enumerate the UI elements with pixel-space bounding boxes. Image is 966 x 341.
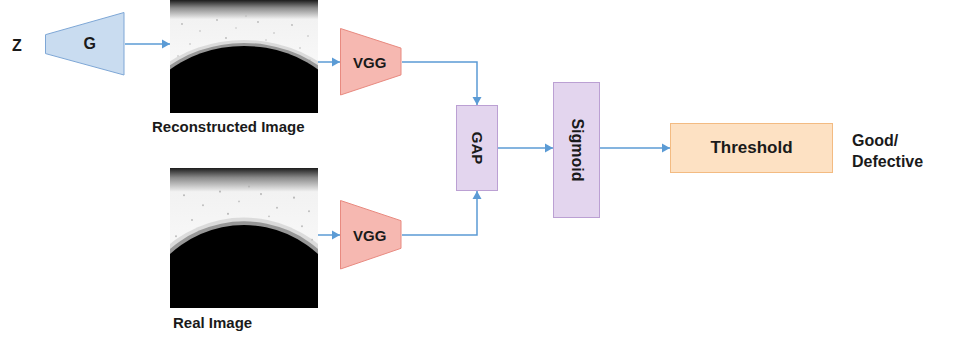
threshold-block: Threshold: [670, 123, 833, 173]
node-label: Sigmoid: [568, 118, 586, 181]
node-label: VGG: [353, 227, 386, 244]
generator-block: G: [45, 12, 125, 76]
reconstructed-wafer-image: [170, 0, 318, 113]
node-label: Real Image: [173, 314, 252, 331]
arrow-head: [162, 40, 170, 49]
arrow-head: [662, 144, 670, 153]
sigmoid-block-shape: [554, 83, 600, 218]
arrow-head: [473, 97, 482, 105]
threshold-block-shape: [671, 124, 833, 173]
flow-arrow: [402, 191, 477, 235]
arrow-head: [473, 191, 482, 199]
node-label: GAP: [469, 132, 486, 165]
node-label: VGG: [353, 54, 386, 71]
flow-arrow: [402, 62, 477, 105]
vgg-block-shape: [341, 201, 402, 270]
real-image: Real Image: [170, 168, 318, 308]
output-label: Good/ Defective: [852, 131, 944, 173]
arrow-head: [545, 144, 553, 153]
sigmoid-block: Sigmoid: [553, 82, 600, 218]
vgg-block: VGG: [340, 28, 402, 96]
vgg-block: VGG: [340, 200, 402, 270]
gap-block-shape: [457, 106, 498, 191]
flow-arrow: [600, 147, 670, 149]
node-label: Reconstructed Image: [152, 118, 305, 135]
generator-block-shape: [46, 13, 125, 76]
node-label: Threshold: [710, 138, 792, 158]
node-label: G: [84, 35, 96, 53]
arrow-head: [332, 58, 340, 67]
latent-input: Z: [12, 36, 22, 57]
reconstructed-image: Reconstructed Image: [170, 0, 318, 113]
vgg-block-shape: [341, 29, 402, 96]
arrow-head: [332, 231, 340, 240]
gap-block: GAP: [456, 105, 498, 191]
real-wafer-image: [170, 168, 318, 308]
flow-arrow: [498, 147, 553, 149]
